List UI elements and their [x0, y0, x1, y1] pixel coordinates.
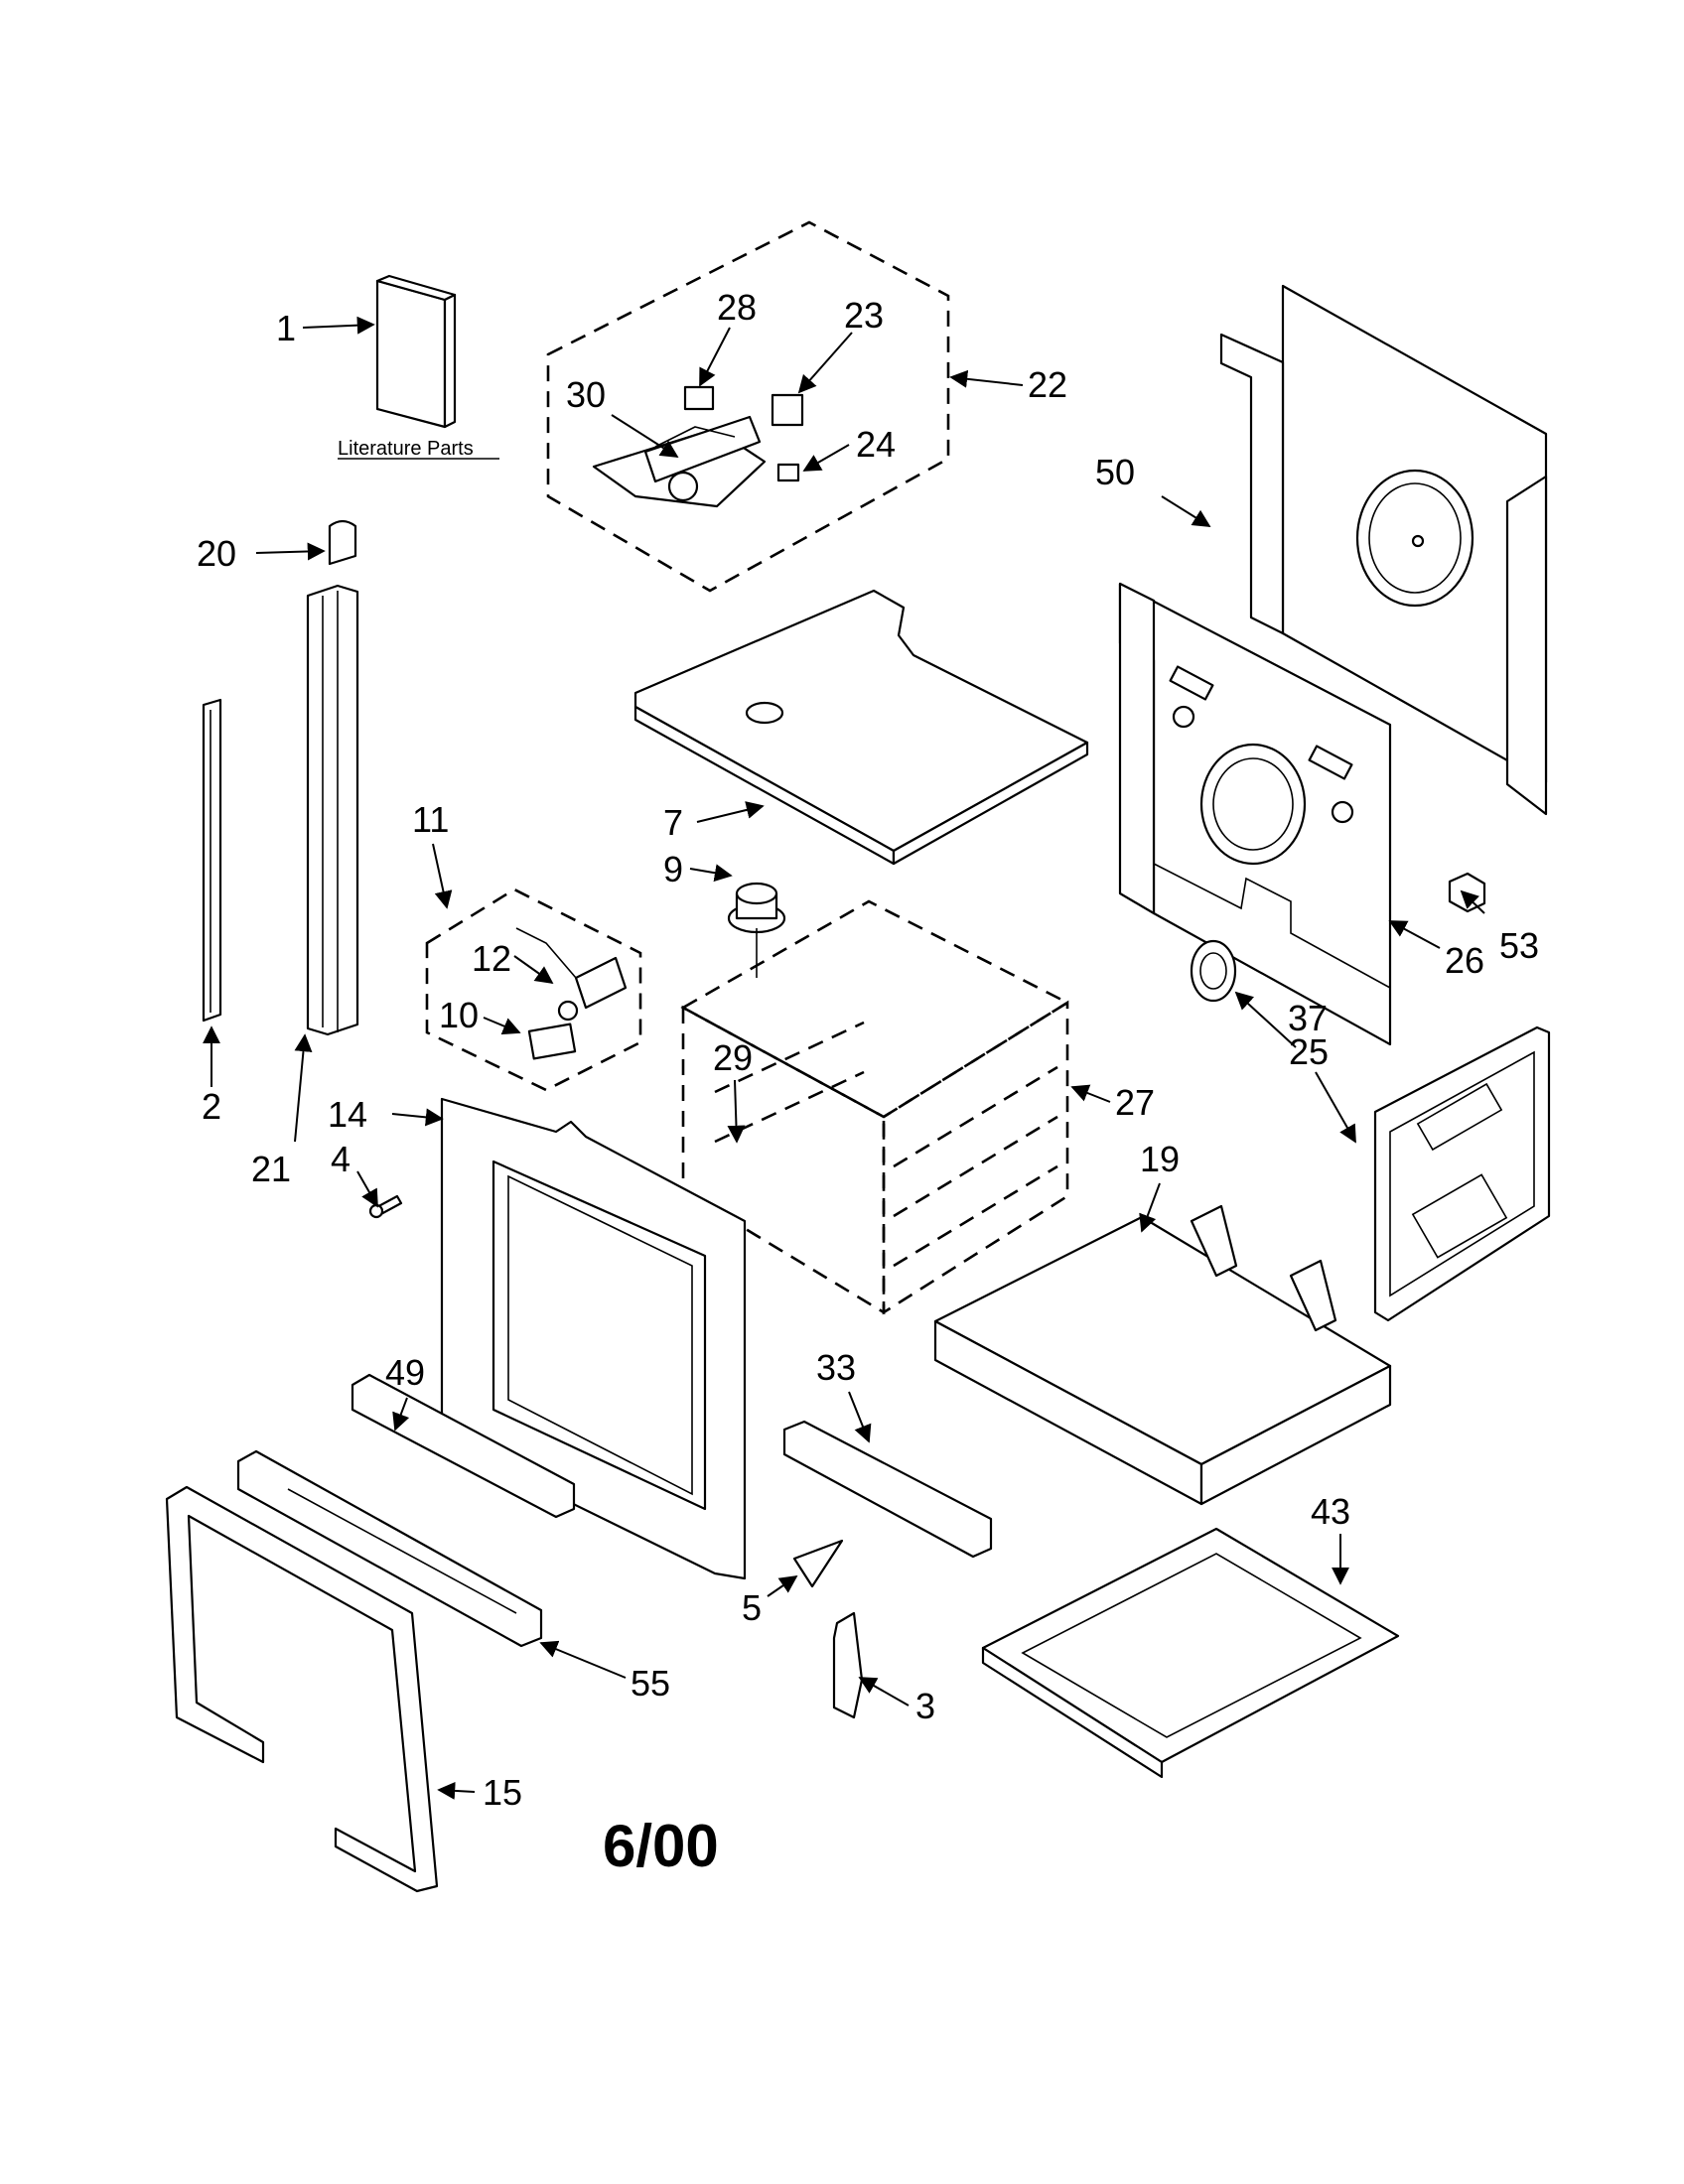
small-bracket — [1448, 872, 1486, 913]
callout-28: 28 — [717, 287, 757, 328]
callout-20: 20 — [197, 533, 236, 574]
callout-9: 9 — [663, 849, 683, 889]
callout-26: 26 — [1445, 940, 1484, 981]
callout-33: 33 — [816, 1347, 856, 1388]
oven-light-assembly — [425, 887, 642, 1092]
callout-37: 37 — [1288, 998, 1328, 1038]
gusset — [792, 1539, 844, 1588]
fan-gasket — [1190, 939, 1237, 1003]
literature-parts-label: Literature Parts — [338, 438, 474, 460]
control-box-assembly — [546, 220, 950, 593]
callout-14: 14 — [328, 1094, 367, 1135]
oven-cavity — [680, 899, 1070, 1315]
callout-25: 25 — [1289, 1031, 1329, 1072]
side-frame — [306, 584, 359, 1036]
rear-oven-wall — [1118, 582, 1392, 1046]
callout-24: 24 — [856, 424, 896, 465]
trim-cap — [328, 519, 357, 566]
callout-1: 1 — [276, 308, 296, 348]
revision-date: 6/00 — [603, 1813, 719, 1879]
callout-11: 11 — [412, 799, 449, 840]
callout-49: 49 — [385, 1352, 425, 1393]
callout-3: 3 — [915, 1686, 935, 1726]
base-frame — [981, 1527, 1400, 1779]
callout-53: 53 — [1499, 925, 1539, 966]
callout-2: 2 — [202, 1086, 221, 1127]
lower-trim — [351, 1373, 576, 1519]
callout-50: 50 — [1095, 452, 1135, 492]
bottom-panel — [933, 1204, 1392, 1506]
leader-lines — [203, 316, 1485, 1800]
mount-bracket — [832, 1611, 864, 1719]
top-panel — [633, 589, 1089, 866]
callout-55: 55 — [631, 1663, 670, 1704]
callout-29: 29 — [713, 1037, 753, 1078]
callout-labels: 1 2 3 4 5 7 9 10 11 12 14 15 19 20 21 22… — [197, 287, 1539, 1813]
callout-10: 10 — [439, 995, 479, 1035]
callout-19: 19 — [1140, 1139, 1180, 1179]
callout-15: 15 — [483, 1772, 522, 1813]
literature-booklet — [375, 274, 457, 429]
callout-22: 22 — [1028, 364, 1067, 405]
fan-motor — [727, 882, 786, 978]
side-trim — [202, 698, 222, 1023]
callout-5: 5 — [742, 1587, 762, 1628]
callout-30: 30 — [566, 374, 606, 415]
vent-trim — [236, 1449, 543, 1648]
callout-12: 12 — [472, 938, 511, 979]
front-frame — [440, 1097, 747, 1580]
door-gasket — [165, 1485, 439, 1893]
callout-21: 21 — [251, 1149, 291, 1189]
screw — [368, 1194, 403, 1219]
side-panel — [1373, 1025, 1551, 1322]
callout-43: 43 — [1311, 1491, 1350, 1532]
rear-panel — [1219, 284, 1548, 816]
callout-23: 23 — [844, 295, 884, 336]
callout-27: 27 — [1115, 1082, 1155, 1123]
callout-4: 4 — [331, 1139, 351, 1179]
callout-7: 7 — [663, 802, 683, 843]
support-rail — [782, 1420, 993, 1559]
